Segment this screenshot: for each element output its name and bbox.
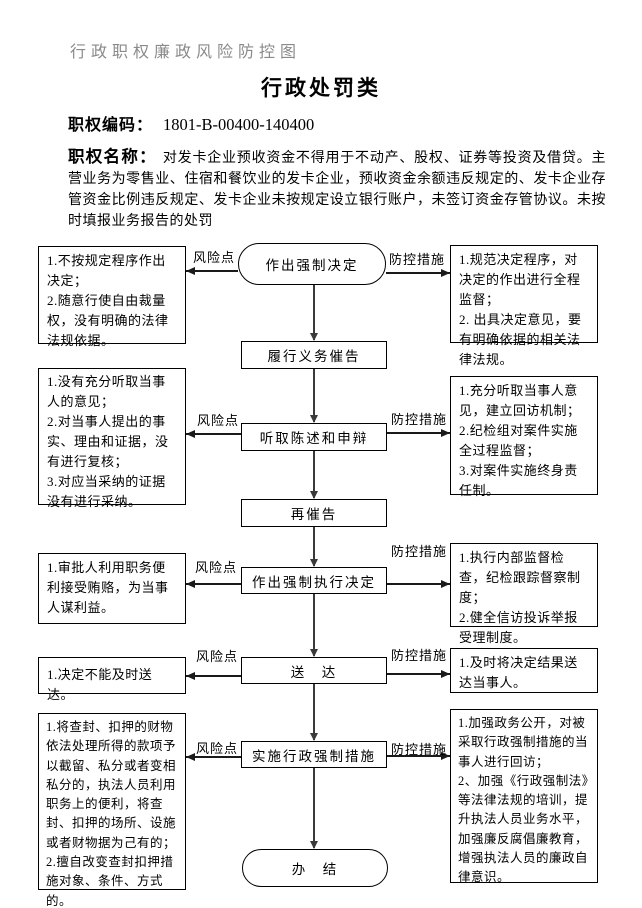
measure-item: 2. 出具决定意见，要有明确依据的相关法律法规。: [459, 312, 582, 367]
measure-label-2: 防控措施: [391, 412, 448, 427]
measure-box-1: 1.规范决定程序，对决定的作出进行全程监督； 2. 出具决定意见，要有明确依据的…: [450, 245, 598, 367]
arrow-risk-5: [186, 753, 241, 760]
arrow-down-7: [310, 768, 317, 849]
risk-label-2: 风险点: [197, 413, 240, 428]
flow-node-finish: 办 结: [242, 849, 388, 887]
risk-item: 2.擅自改变查封扣押措施对象、条件、方式的。: [46, 855, 174, 908]
measure-item: 1.加强政务公开，对被采取行政强制措施的当事人进行回访；: [458, 716, 589, 769]
measure-item: 3.对案件实施终身责任制。: [459, 463, 578, 498]
measure-item: 1.充分听取当事人意见，建立回访机制；: [459, 383, 581, 418]
measure-box-5: 1.加强政务公开，对被采取行政强制措施的当事人进行回访； 2、加强《行政强制法》…: [450, 709, 598, 884]
risk-item: 1.没有充分听取当事人的意见；: [47, 374, 166, 409]
authority-code-value: 1801-B-00400-140400: [163, 115, 315, 134]
arrow-down-4: [310, 527, 317, 567]
authority-name-row: 职权名称：对发卡企业预收资金不得用于不动产、股权、证券等投资及借贷。主营业务为零…: [68, 147, 606, 231]
measure-label-3: 防控措施: [391, 544, 448, 559]
risk-box-3: 1.审批人利用职务便利接受贿赂，为当事人谋利益。: [38, 553, 186, 624]
risk-item: 2.对当事人提出的事实、理由和证据，没有进行复核；: [47, 414, 169, 469]
measure-item: 1.规范决定程序，对决定的作出进行全程监督；: [459, 252, 581, 307]
arrow-down-1: [310, 285, 317, 341]
arrow-measure-3: [387, 580, 450, 587]
arrow-measure-4: [387, 670, 450, 677]
measure-item: 2、加强《行政强制法》等法律法规的培训，提升执法人员业务水平，加强廉反腐倡廉教育…: [458, 773, 589, 885]
measure-label-5: 防控措施: [391, 742, 448, 757]
measure-item: 1.及时将决定结果送达当事人。: [459, 655, 578, 690]
authority-code-row: 职权编码： 1801-B-00400-140400: [68, 111, 314, 135]
measure-item: 2.纪检组对案件实施全过程监督；: [459, 423, 578, 458]
arrow-risk-4: [186, 672, 241, 679]
authority-name-text: 对发卡企业预收资金不得用于不动产、股权、证券等投资及借贷。主营业务为零售业、住宿…: [68, 149, 607, 228]
risk-box-2: 1.没有充分听取当事人的意见； 2.对当事人提出的事实、理由和证据，没有进行复核…: [38, 368, 186, 509]
flow-node-implement: 实施行政强制措施: [241, 741, 387, 768]
arrow-measure-1: [386, 269, 450, 276]
risk-label-1: 风险点: [193, 250, 236, 265]
arrow-measure-2: [387, 429, 450, 436]
arrow-risk-2: [186, 430, 241, 437]
flow-node-enforce-decision: 作出强制执行决定: [241, 567, 387, 594]
measure-box-4: 1.及时将决定结果送达当事人。: [450, 648, 598, 693]
authority-name-label: 职权名称：: [68, 148, 157, 166]
measure-label-1: 防控措施: [389, 252, 446, 267]
risk-item: 1.决定不能及时送达。: [47, 667, 153, 702]
flow-node-make-decision: 作出强制决定: [238, 243, 386, 285]
risk-item: 3.对应当采纳的证据没有进行采纳。: [47, 474, 166, 509]
authority-code-label: 职权编码：: [68, 117, 154, 134]
measure-box-3: 1.执行内部监督检查，纪检跟踪督察制度； 2.健全信访投诉举报受理制度。: [450, 543, 598, 645]
measure-label-4: 防控措施: [391, 648, 448, 663]
flow-node-hear-statement: 听取陈述和申辩: [241, 423, 387, 451]
arrow-measure-5: [387, 752, 450, 759]
flow-node-re-notice: 再催告: [241, 499, 387, 527]
measure-box-2: 1.充分听取当事人意见，建立回访机制； 2.纪检组对案件实施全过程监督； 3.对…: [450, 376, 598, 498]
arrow-down-2: [310, 369, 317, 423]
arrow-risk-1: [186, 267, 238, 274]
risk-label-5: 风险点: [196, 741, 239, 756]
arrow-risk-3: [186, 580, 241, 587]
flow-node-deliver: 送 达: [241, 657, 387, 684]
risk-item: 1.审批人利用职务便利接受贿赂，为当事人谋利益。: [47, 560, 169, 615]
flow-node-duty-notice: 履行义务催告: [241, 341, 387, 369]
measure-item: 1.执行内部监督检查，纪检跟踪督察制度；: [459, 550, 581, 605]
risk-label-4: 风险点: [196, 649, 239, 664]
risk-item: 1.将查封、扣押的财物依法处理所得的款项予以截留、私分或者变相私分的，执法人员利…: [46, 720, 177, 850]
arrow-down-5: [310, 594, 317, 657]
risk-box-5: 1.将查封、扣押的财物依法处理所得的款项予以截留、私分或者变相私分的，执法人员利…: [38, 713, 186, 908]
risk-box-4: 1.决定不能及时送达。: [38, 657, 186, 702]
doc-title: 行政职权廉政风险防控图: [70, 44, 302, 61]
risk-label-3: 风险点: [195, 560, 238, 575]
risk-item: 1.不按规定程序作出决定；: [47, 253, 166, 288]
arrow-down-6: [310, 684, 317, 741]
measure-item: 2.健全信访投诉举报受理制度。: [459, 610, 578, 645]
page-title: 行政处罚类: [261, 76, 381, 100]
arrow-down-3: [310, 451, 317, 499]
risk-box-1: 1.不按规定程序作出决定； 2.随意行使自由裁量权，没有明确的法律法规依据。: [38, 246, 186, 348]
risk-item: 2.随意行使自由裁量权，没有明确的法律法规依据。: [47, 293, 169, 348]
